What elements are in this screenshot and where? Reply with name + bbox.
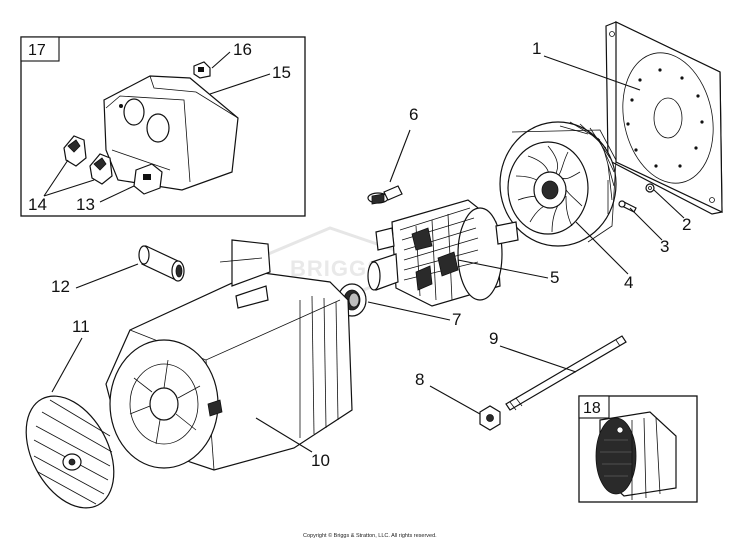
inset-18-label: 18 [583,400,601,417]
callout-9: 9 [489,329,498,348]
through-bolt [505,335,627,411]
inset-17-box: 17 [20,36,306,217]
cooling-fan [499,121,617,247]
watermark-text: BRIGGS [290,256,383,281]
callout-1: 1 [532,39,541,58]
callout-11: 11 [72,317,90,336]
callout-10: 10 [311,451,330,470]
callout-5: 5 [550,268,559,287]
callout-12: 12 [51,277,70,296]
callout-3: 3 [660,237,669,256]
callout-6: 6 [409,105,418,124]
inset-17-label: 17 [28,42,46,59]
callout-16: 16 [233,40,252,59]
washer [645,183,655,193]
rear-bearing-carrier [605,21,723,215]
rotor-sleeve [138,245,185,282]
stator-housing [105,239,353,471]
stator-winding-detail [595,411,677,500]
callout-4: 4 [624,273,633,292]
circuit-breakers [63,135,113,185]
callout-7: 7 [452,310,461,329]
rotor-assembly [367,199,519,307]
screw [618,200,637,213]
callout-14: 14 [28,195,47,214]
inset-18-box: 18 [578,395,698,503]
copyright-text: Copyright © Briggs & Stratton, LLC. All … [303,532,437,539]
hex-nut [479,405,501,431]
callout-2: 2 [682,215,691,234]
callout-8: 8 [415,370,424,389]
end-cover-grille [25,395,115,509]
retaining-clip [193,61,211,79]
callout-15: 15 [272,63,291,82]
callout-13: 13 [76,195,95,214]
control-panel-cover [103,75,239,191]
rotor-bolt [367,185,403,205]
